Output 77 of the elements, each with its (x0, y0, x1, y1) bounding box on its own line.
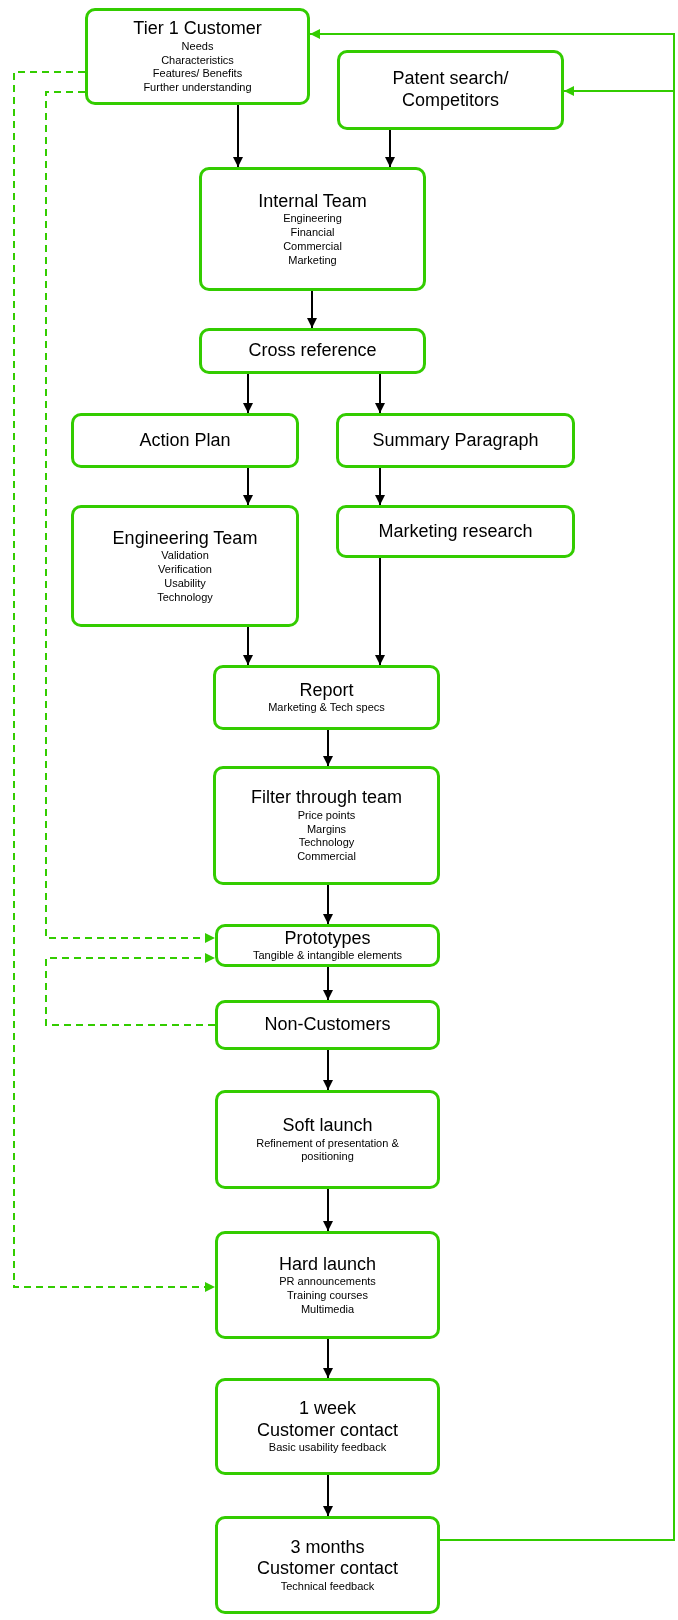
box-title: Summary Paragraph (372, 429, 539, 452)
process-box (85, 8, 310, 105)
process-box (215, 1000, 440, 1050)
process-box (71, 413, 299, 468)
box-title: Customer contact (256, 1419, 399, 1442)
arrow (375, 557, 385, 666)
box-title: Marketing research (378, 520, 533, 543)
box-title: Tier 1 Customer (133, 18, 262, 40)
box-detail: Margins (306, 822, 347, 837)
box-detail: Usability (164, 576, 206, 591)
box-detail: Engineering (283, 212, 342, 227)
box-title: Filter through team (250, 787, 403, 809)
box-detail: Commercial (283, 239, 342, 254)
process-box (213, 766, 440, 885)
arrow (323, 1049, 333, 1091)
box-title: Hard launch (278, 1253, 377, 1276)
box-detail: Multimedia (300, 1302, 355, 1317)
arrow (375, 373, 385, 414)
process-box (215, 924, 440, 967)
box-title: Engineering Team (112, 527, 258, 550)
process-box (337, 50, 564, 130)
box-title: Report (299, 679, 354, 702)
process-box (199, 167, 426, 291)
arrow (323, 884, 333, 925)
box-title: 1 week (298, 1398, 356, 1420)
box-detail: Technical feedback (280, 1579, 375, 1594)
box-detail: Characteristics (161, 53, 234, 68)
process-box (71, 505, 299, 627)
arrow (243, 373, 253, 414)
dashed-arrow (45, 953, 216, 1026)
box-detail: Training courses (287, 1288, 368, 1303)
box-detail: PR announcements (279, 1275, 376, 1289)
box-detail: Price points (297, 808, 356, 823)
box-detail: Financial (290, 226, 335, 240)
box-detail: Verification (158, 563, 212, 577)
process-box (336, 505, 575, 558)
dashed-arrow (45, 91, 216, 943)
box-detail: Commercial (297, 850, 356, 864)
dashed-arrow (13, 71, 216, 1292)
process-box (215, 1090, 440, 1189)
arrow (323, 1338, 333, 1379)
arrow (323, 1188, 333, 1232)
box-title: Soft launch (282, 1114, 373, 1137)
box-detail: Tangible & intangible elements (252, 949, 403, 964)
arrow (323, 1474, 333, 1517)
arrow (243, 626, 253, 666)
box-title: Cross reference (248, 340, 377, 362)
box-detail: Marketing & Tech specs (268, 701, 385, 716)
box-detail: Basic usability feedback (268, 1441, 387, 1455)
arrow (385, 129, 395, 168)
process-box (336, 413, 575, 468)
box-detail: Refinement of presentation & positioning (255, 1136, 400, 1165)
box-title: Non-Customers (264, 1014, 391, 1036)
arrow (307, 290, 317, 329)
box-title: Patent search/ Competitors (391, 68, 510, 112)
box-detail: Technology (298, 836, 355, 851)
box-title: Customer contact (256, 1558, 399, 1580)
process-box (215, 1516, 440, 1614)
box-detail: Marketing (288, 253, 337, 268)
box-title: Action Plan (139, 429, 231, 452)
box-detail: Features/ Benefits (152, 67, 243, 82)
arrow (323, 966, 333, 1001)
box-detail: Needs (181, 39, 214, 54)
process-box (215, 1231, 440, 1339)
arrow (375, 467, 385, 506)
arrow (243, 467, 253, 506)
box-detail: Validation (161, 549, 209, 564)
process-box (213, 665, 440, 730)
box-detail: Further understanding (143, 81, 252, 95)
box-title: Prototypes (284, 927, 371, 950)
arrow (233, 104, 243, 168)
process-box (215, 1378, 440, 1475)
box-title: Internal Team (258, 190, 367, 213)
arrow (323, 729, 333, 767)
process-box (199, 328, 426, 374)
box-detail: Technology (157, 590, 213, 605)
box-title: 3 months (290, 1536, 365, 1559)
